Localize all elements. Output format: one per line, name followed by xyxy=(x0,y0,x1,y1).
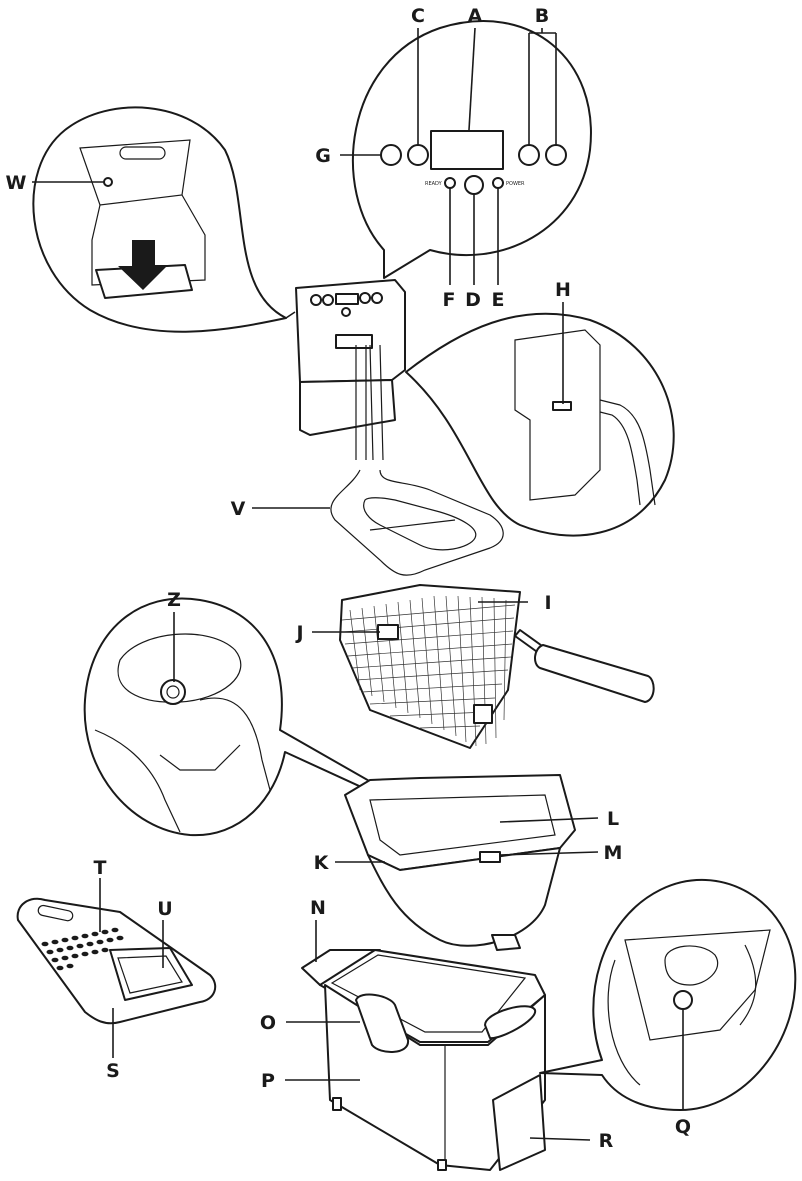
reset-hole-w xyxy=(104,178,112,186)
basket-handle xyxy=(535,645,654,702)
thermostat-callout xyxy=(406,314,674,536)
ready-light xyxy=(445,178,455,188)
reset-button-callout xyxy=(540,880,795,1110)
label-z: Z xyxy=(167,589,181,611)
button-c xyxy=(408,145,428,165)
label-c: C xyxy=(411,5,425,27)
label-u: U xyxy=(157,898,172,920)
label-p: P xyxy=(261,1070,275,1092)
label-q: Q xyxy=(675,1116,691,1138)
label-w: W xyxy=(6,172,27,194)
heating-element-mount-callout xyxy=(33,107,286,331)
fryer-housing xyxy=(302,950,545,1170)
label-b: B xyxy=(535,5,549,27)
frying-basket xyxy=(340,585,654,748)
label-s: S xyxy=(106,1060,120,1082)
label-h: H xyxy=(555,279,571,301)
label-a: A xyxy=(468,5,483,27)
display-screen xyxy=(431,131,503,169)
label-f: F xyxy=(443,289,456,311)
label-n: N xyxy=(310,897,326,919)
control-unit xyxy=(296,280,405,460)
label-o: O xyxy=(260,1012,276,1034)
drain-outlet-z xyxy=(161,680,185,704)
label-m: M xyxy=(604,842,623,864)
label-i: I xyxy=(544,592,551,614)
button-g xyxy=(381,145,401,165)
reset-knob-q xyxy=(674,991,692,1009)
heating-element-v xyxy=(331,470,503,575)
button-b-left xyxy=(519,145,539,165)
tank-tab-m xyxy=(480,852,500,862)
label-j: J xyxy=(294,622,303,644)
label-k: K xyxy=(314,852,330,874)
dial-d xyxy=(465,176,483,194)
filter-lid xyxy=(18,899,216,1024)
label-l: L xyxy=(607,808,619,830)
button-b-right xyxy=(546,145,566,165)
label-v: V xyxy=(231,498,246,520)
power-light xyxy=(493,178,503,188)
label-d: D xyxy=(465,289,481,311)
label-e: E xyxy=(492,289,505,311)
thermostat-sensor-h xyxy=(553,402,571,410)
basket-hook-j xyxy=(378,625,398,639)
label-r: R xyxy=(599,1130,614,1152)
label-g: G xyxy=(315,145,331,167)
label-t: T xyxy=(94,857,107,879)
power-text: POWER xyxy=(506,181,525,187)
ready-text: READY xyxy=(425,181,443,187)
